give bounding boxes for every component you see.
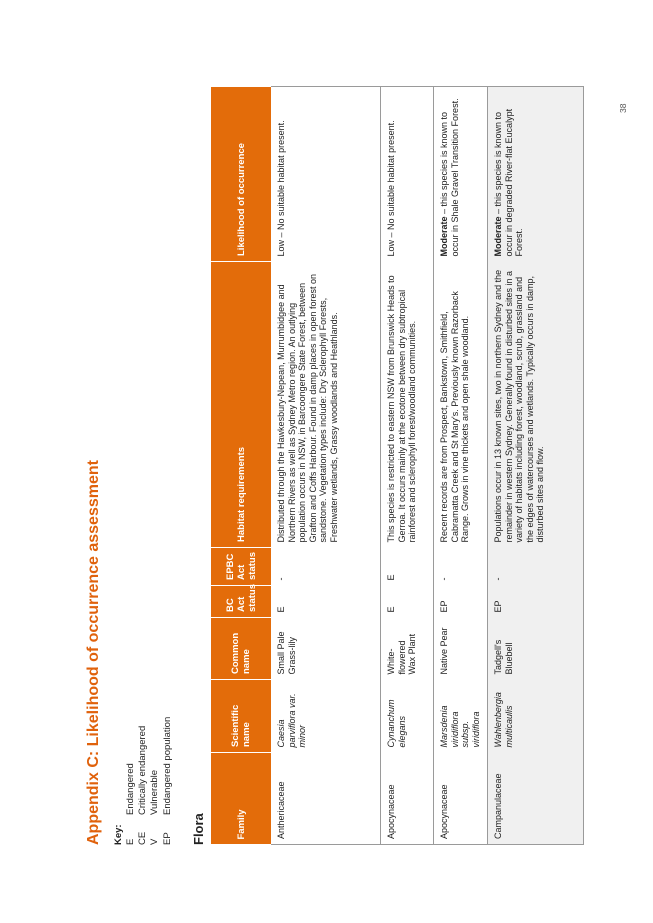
key-item: V Vulnerable bbox=[149, 717, 161, 845]
cell-epbc-status: - bbox=[433, 547, 488, 586]
likelihood-text: Low – No suitable habitat present. bbox=[276, 120, 286, 257]
header-common-name: Common name bbox=[211, 617, 271, 680]
cell-likelihood: Low – No suitable habitat present. bbox=[271, 86, 381, 262]
key-list: E Endangered CE Critically endangered V … bbox=[125, 717, 174, 845]
cell-bc-status: EP bbox=[433, 585, 488, 618]
occurrence-table: Family Scientific name Common name BC Ac… bbox=[211, 86, 584, 845]
key-item: E Endangered bbox=[125, 717, 137, 845]
page-number: 38 bbox=[618, 103, 628, 113]
cell-family: Apocynaceae bbox=[433, 752, 488, 845]
header-scientific-name: Scientific name bbox=[211, 679, 271, 753]
header-habitat-requirements: Habitat requirements bbox=[211, 261, 271, 548]
cell-epbc-status: E bbox=[380, 547, 434, 586]
key-heading: Key: bbox=[113, 824, 124, 845]
cell-habitat: Distributed through the Hawkesbury-Nepea… bbox=[271, 261, 381, 548]
section-heading: Flora bbox=[191, 813, 206, 845]
key-code: EP bbox=[161, 832, 173, 845]
likelihood-rating: Moderate bbox=[439, 216, 449, 257]
cell-bc-status: E bbox=[380, 585, 434, 618]
cell-common-name: Small Pale Grass-lily bbox=[271, 617, 381, 680]
cell-likelihood: Moderate – this species is known to occu… bbox=[433, 86, 488, 262]
header-family: Family bbox=[211, 752, 271, 845]
cell-likelihood: Moderate – this species is known to occu… bbox=[487, 86, 584, 262]
cell-scientific-name: Wahlenbergia multicaulis bbox=[487, 679, 584, 753]
table-header-row: Family Scientific name Common name BC Ac… bbox=[211, 86, 271, 845]
page-title: Appendix C: Likelihood of occurrence ass… bbox=[85, 460, 102, 845]
header-likelihood: Likelihood of occurrence bbox=[211, 86, 271, 262]
cell-common-name: White-flowered Wax Plant bbox=[380, 617, 434, 680]
table-row: Apocynaceae Marsdenia viridiflora subsp.… bbox=[433, 86, 488, 845]
cell-bc-status: E bbox=[271, 585, 381, 618]
key-item: EP Endangered population bbox=[162, 717, 174, 845]
cell-scientific-name: Caesia parviflora var. minor bbox=[271, 679, 381, 753]
key-meaning: Endangered bbox=[125, 763, 136, 815]
cell-family: Campanulaceae bbox=[487, 752, 584, 845]
cell-epbc-status: - bbox=[271, 547, 381, 586]
likelihood-text: Low – No suitable habitat present. bbox=[386, 120, 396, 257]
cell-family: Apocynaceae bbox=[380, 752, 434, 845]
cell-habitat: Populations occur in 13 known sites, two… bbox=[487, 261, 584, 548]
cell-epbc-status: - bbox=[487, 547, 584, 586]
table-row: Apocynaceae Cynanchum elegans White-flow… bbox=[380, 86, 434, 845]
cell-bc-status: EP bbox=[487, 585, 584, 618]
cell-common-name: Native Pear bbox=[433, 617, 488, 680]
cell-scientific-name: Cynanchum elegans bbox=[380, 679, 434, 753]
key-meaning: Vulnerable bbox=[149, 769, 161, 815]
key-meaning: Endangered population bbox=[161, 716, 173, 815]
cell-likelihood: Low – No suitable habitat present. bbox=[380, 86, 434, 262]
table-row: Campanulaceae Wahlenbergia multicaulis T… bbox=[487, 86, 584, 845]
cell-habitat: This species is restricted to eastern NS… bbox=[380, 261, 434, 548]
likelihood-rating: Moderate bbox=[493, 216, 503, 257]
cell-common-name: Tadgell's Bluebell bbox=[487, 617, 584, 680]
key-item: CE Critically endangered bbox=[137, 717, 149, 845]
header-bc-act-status: BC Act status bbox=[211, 584, 271, 618]
key-code: E bbox=[125, 838, 136, 845]
cell-scientific-name: Marsdenia viridiflora subsp. viridiflora bbox=[433, 679, 488, 753]
table-row: Anthericaceae Caesia parviflora var. min… bbox=[271, 86, 381, 845]
cell-family: Anthericaceae bbox=[271, 752, 381, 845]
header-epbc-act-status: EPBC Act status bbox=[211, 547, 271, 586]
key-meaning: Critically endangered bbox=[137, 725, 149, 815]
key-code: CE bbox=[137, 831, 149, 845]
cell-habitat: Recent records are from Prospect, Bankst… bbox=[433, 261, 488, 548]
key-code: V bbox=[149, 838, 161, 845]
